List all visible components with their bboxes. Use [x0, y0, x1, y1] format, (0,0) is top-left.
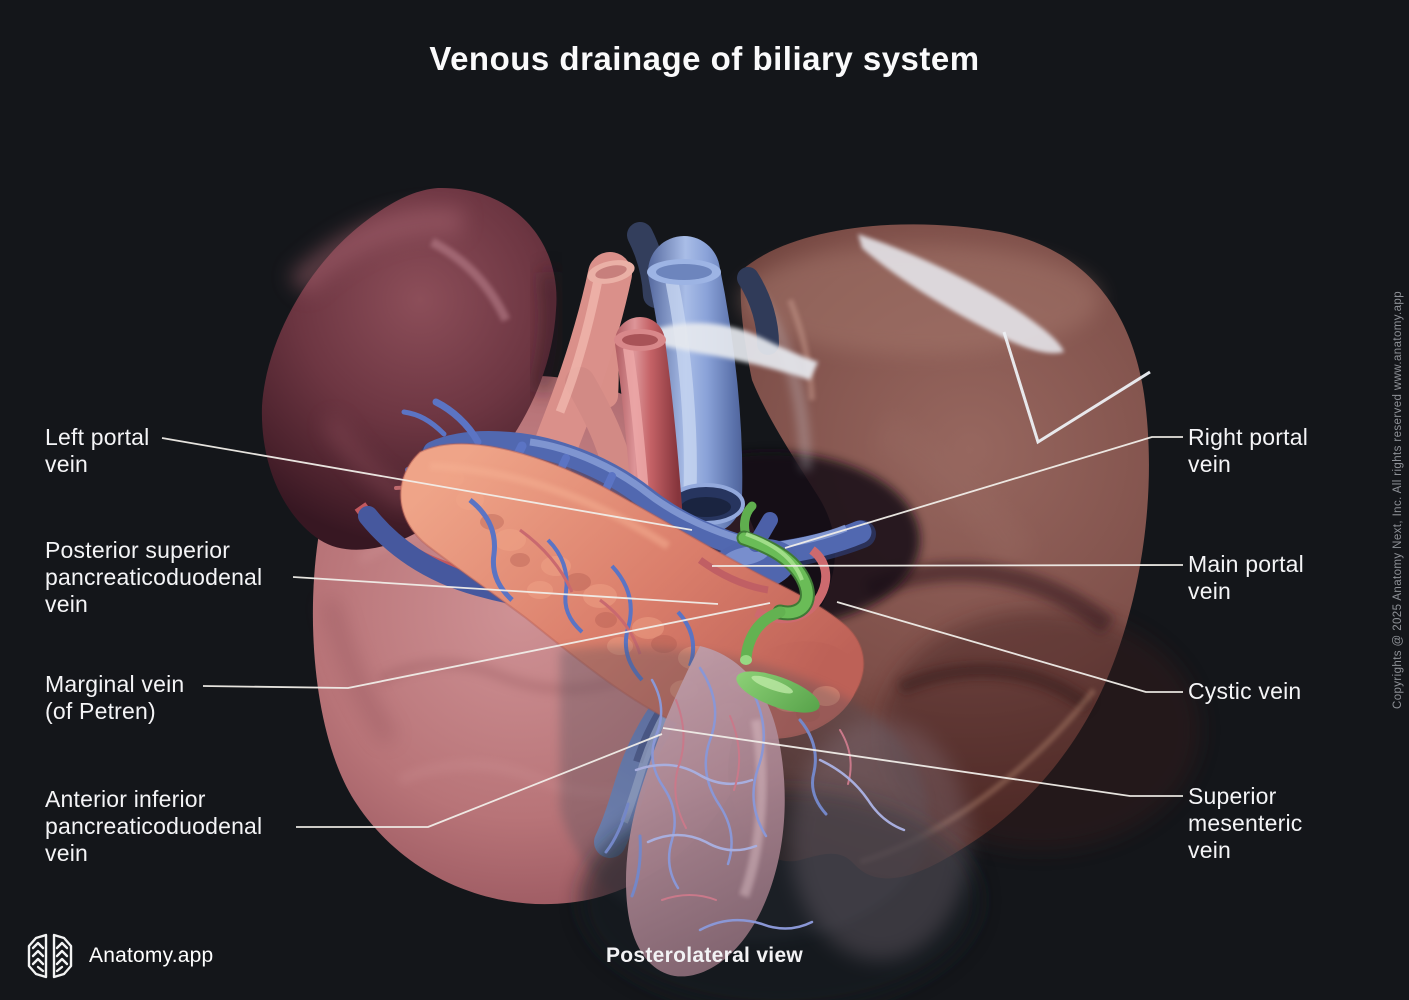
peritoneal-band — [652, 323, 818, 380]
label-main-portal-vein: Main portal vein — [1188, 551, 1304, 604]
brain-icon — [27, 933, 73, 979]
leader-anterior-inferior-pd-vein — [296, 733, 663, 828]
label-right-portal-vein: Right portal vein — [1188, 424, 1309, 477]
leader-superior-mesenteric-vein — [662, 727, 1183, 797]
label-marginal-vein-of-petren: Marginal vein (of Petren) — [45, 671, 185, 724]
label-posterior-superior-pancreaticoduodenal-vein: Posterior superior pancreaticoduodenal v… — [45, 537, 263, 617]
leader-cystic-vein — [836, 601, 1183, 693]
inferior-vena-cava — [647, 236, 745, 534]
bile-ducts — [736, 501, 820, 713]
leader-marginal-vein — [202, 602, 771, 689]
leader-right-portal-vein — [784, 436, 1183, 549]
view-caption: Posterolateral view — [605, 944, 804, 967]
label-anterior-inferior-pancreaticoduodenal-vein: Anterior inferior pancreaticoduodenal ve… — [45, 786, 263, 866]
brand: Anatomy.app — [26, 933, 213, 979]
leader-lines — [161, 436, 1184, 828]
label-cystic-vein: Cystic vein — [1188, 678, 1302, 704]
leader-posterior-superior-pd-vein — [292, 576, 719, 605]
copyright-vertical-text: Copyrights @ 2025 Anatomy Next, Inc. All… — [1392, 290, 1404, 710]
gallbladder — [736, 671, 820, 713]
label-superior-mesenteric-vein: Superior mesenteric vein — [1188, 783, 1303, 863]
brand-name: Anatomy.app — [89, 944, 214, 967]
vessel-network — [604, 666, 906, 932]
leader-left-portal-vein — [161, 437, 693, 531]
label-left-portal-vein: Left portal vein — [45, 424, 150, 477]
page-title: Venous drainage of biliary system — [429, 40, 980, 77]
leader-main-portal-vein — [711, 564, 1184, 567]
